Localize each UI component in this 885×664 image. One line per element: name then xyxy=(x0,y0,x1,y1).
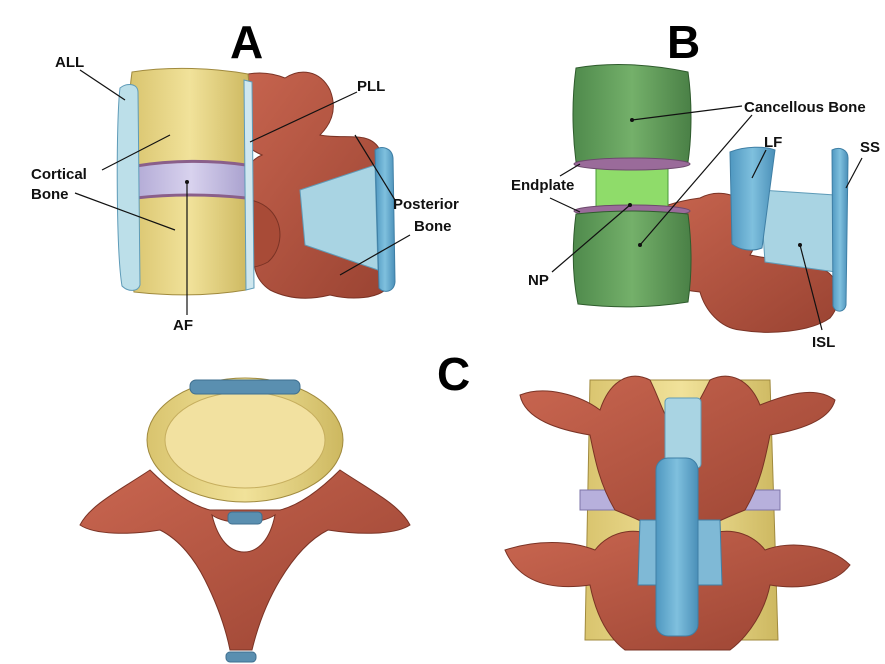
panel-b-letter: B xyxy=(667,16,700,68)
panel-c-axial-ss xyxy=(226,652,256,662)
leader-af-dot xyxy=(185,180,189,184)
panel-a-posterior-longitudinal-ligament xyxy=(244,80,254,290)
leader-np-dot xyxy=(628,203,632,207)
panel-c-axial-view xyxy=(80,378,410,662)
panel-a-anterior-longitudinal-ligament xyxy=(117,85,140,291)
label-isl: ISL xyxy=(812,334,835,351)
panel-a-lower-body xyxy=(129,195,249,295)
label-np: NP xyxy=(528,272,549,289)
leader-cancellous-dot-1 xyxy=(630,118,634,122)
label-cortical-line2: Bone xyxy=(31,186,69,203)
panel-c-axial-endplate xyxy=(165,392,325,488)
panel-b-endplate-upper xyxy=(574,158,690,170)
label-posterior-line1: Posterior xyxy=(393,196,459,213)
label-cortical-line1: Cortical xyxy=(31,166,87,183)
leader-endplate-2 xyxy=(550,198,580,212)
panel-b: B Cancellous Bone LF SS Endplate NP ISL xyxy=(511,16,880,351)
panel-b-interspinous-ligament xyxy=(760,190,836,272)
panel-b-supraspinous-ligament xyxy=(832,148,848,311)
label-ss: SS xyxy=(860,139,880,156)
label-lf: LF xyxy=(764,134,782,151)
panel-c-letter: C xyxy=(437,348,470,400)
panel-c-posterior-ss xyxy=(656,458,698,636)
label-all: ALL xyxy=(55,54,84,71)
panel-a-supraspinous-ligament xyxy=(375,148,395,292)
label-posterior-line2: Bone xyxy=(414,218,452,235)
leader-all xyxy=(80,70,125,100)
panel-c-axial-anterior-ligament xyxy=(190,380,300,394)
panel-b-lower-body xyxy=(573,211,691,307)
panel-a: A ALL Cortical Bone PLL Posterior Bone A… xyxy=(31,16,459,334)
label-endplate: Endplate xyxy=(511,177,574,194)
panel-a-annulus-fibrosus xyxy=(136,161,246,198)
panel-c-axial-pll xyxy=(228,512,262,524)
panel-a-letter: A xyxy=(230,16,263,68)
label-cancellous: Cancellous Bone xyxy=(744,99,866,116)
leader-endplate-1 xyxy=(560,164,580,176)
panel-a-upper-body xyxy=(129,68,250,166)
panel-b-nucleus-pulposus xyxy=(596,165,668,211)
panel-b-upper-body xyxy=(573,65,691,162)
leader-cancellous-dot-2 xyxy=(638,243,642,247)
leader-isl-dot xyxy=(798,243,802,247)
panel-c-posterior-view xyxy=(505,376,850,650)
label-pll: PLL xyxy=(357,78,385,95)
label-af: AF xyxy=(173,317,193,334)
